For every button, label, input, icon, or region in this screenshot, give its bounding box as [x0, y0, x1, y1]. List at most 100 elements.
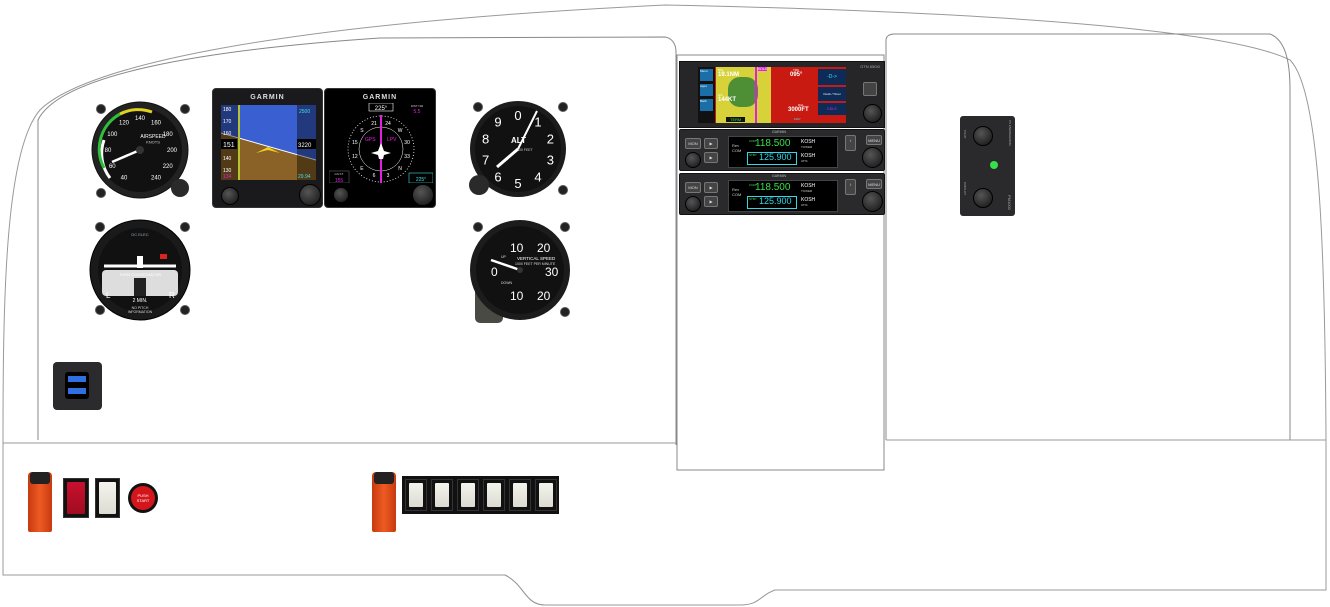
- compass-label: E: [360, 166, 364, 172]
- adi-airspeed: 151: [223, 142, 235, 149]
- screw-icon: [95, 222, 105, 232]
- gtn-back-button[interactable]: Back: [700, 99, 713, 111]
- svg-text:160: 160: [223, 131, 232, 137]
- rocker-switch[interactable]: [431, 479, 453, 511]
- gtn-direct-to-button[interactable]: -D->: [818, 69, 846, 85]
- master-switch-guard[interactable]: [28, 472, 52, 532]
- airspeed-tick-label: 140: [135, 116, 146, 122]
- rocker-switch[interactable]: [535, 479, 557, 511]
- gtn-clock-button[interactable]: Clock / Timer: [818, 87, 846, 101]
- audio-panel[interactable]: PS ENGINEERING PM1000 PILOT COPILOT: [960, 116, 1015, 216]
- svg-text:ALT: ALT: [511, 136, 526, 145]
- start-button[interactable]: PUSH START: [128, 483, 158, 513]
- airspeed-knob[interactable]: [171, 179, 189, 197]
- com-radio[interactable]: GARMIN MON ▶ ▶ Rev COM COM 118.500 KOSH …: [679, 173, 885, 215]
- avionics-switch-guard[interactable]: [372, 472, 396, 532]
- gtn-home-button[interactable]: [863, 82, 877, 96]
- g5-knob[interactable]: [299, 184, 321, 206]
- airspeed-tick-label: 240: [151, 176, 162, 182]
- airspeed-tick-label: 160: [151, 120, 162, 126]
- adi-altitude: 3220: [298, 143, 312, 149]
- master-rocker-switch[interactable]: [63, 478, 89, 518]
- play-button[interactable]: ▶: [704, 196, 718, 207]
- airspeed-tick-label: 180: [163, 132, 174, 138]
- svg-text:225°: 225°: [416, 177, 426, 183]
- g5-power-button[interactable]: [333, 187, 349, 203]
- swap-button[interactable]: ↕: [845, 179, 856, 195]
- compass-label: N: [398, 166, 402, 172]
- gtn-apps-button[interactable]: Apps: [700, 84, 713, 96]
- altimeter-knob[interactable]: [469, 175, 489, 195]
- gtn-knob[interactable]: [863, 104, 882, 123]
- play-button[interactable]: ▶: [704, 152, 718, 163]
- mon-button[interactable]: MON: [685, 138, 701, 149]
- screw-icon: [95, 305, 105, 315]
- svg-text:155: 155: [335, 178, 344, 183]
- g5-power-button[interactable]: [221, 187, 239, 205]
- compass-label: W: [398, 128, 403, 134]
- svg-text:20: 20: [537, 241, 551, 255]
- screw-icon: [96, 188, 106, 198]
- svg-text:225°: 225°: [375, 106, 388, 112]
- gtn-map[interactable]: Menu Apps Back DIS 19.1NM GS 144KT KDLS …: [698, 67, 846, 123]
- rocker-switch[interactable]: [405, 479, 427, 511]
- airspeed-tick-label: 80: [105, 148, 112, 154]
- compass-label: 24: [385, 121, 391, 127]
- airspeed-unit: KNOTS: [146, 140, 160, 145]
- play-button[interactable]: ▶: [704, 182, 718, 193]
- usb-port[interactable]: [68, 376, 86, 382]
- altimeter-digit: 1: [534, 114, 541, 129]
- screw-icon: [473, 102, 483, 112]
- compass-label: 33: [404, 154, 410, 160]
- standby-frequency: 125.900: [759, 196, 792, 206]
- copilot-volume-knob[interactable]: [973, 188, 993, 208]
- swap-button[interactable]: ↕: [845, 135, 856, 151]
- play-button[interactable]: ▶: [704, 138, 718, 149]
- compass-label: 15: [352, 140, 358, 146]
- rocker-switch[interactable]: [457, 479, 479, 511]
- compass-label: 21: [371, 121, 377, 127]
- compass-label: 6: [373, 173, 376, 179]
- usb-port[interactable]: [68, 388, 86, 394]
- volume-knob[interactable]: [685, 196, 701, 212]
- pilot-volume-knob[interactable]: [973, 126, 993, 146]
- screw-icon: [180, 222, 190, 232]
- menu-button[interactable]: MENU: [866, 179, 882, 189]
- frequency-knob[interactable]: [862, 147, 883, 168]
- screw-icon: [558, 185, 568, 195]
- svg-text:2 MIN.: 2 MIN.: [133, 298, 148, 304]
- svg-text:140: 140: [223, 156, 232, 162]
- volume-knob[interactable]: [685, 152, 701, 168]
- gtn-650-navigator[interactable]: GTN 650Xi Menu Apps Back DIS 19.1NM GS 1…: [679, 61, 885, 128]
- rocker-switch[interactable]: [95, 478, 120, 518]
- svg-text:100 FEET: 100 FEET: [517, 148, 534, 152]
- gtn-menu-button[interactable]: Menu: [700, 69, 713, 81]
- menu-button[interactable]: MENU: [866, 135, 882, 145]
- g5-knob[interactable]: [412, 184, 434, 206]
- frequency-knob[interactable]: [862, 191, 883, 212]
- altimeter-digit: 4: [534, 170, 541, 185]
- g5-attitude-indicator[interactable]: GARMIN 180 170 160 140 130 151 2500 3220…: [212, 88, 323, 208]
- svg-text:GPS: GPS: [365, 137, 376, 143]
- standby-frequency: 125.900: [759, 152, 792, 162]
- svg-text:NO PITCH: NO PITCH: [132, 306, 149, 310]
- svg-text:5.5: 5.5: [414, 109, 421, 115]
- turn-coordinator[interactable]: DC ELEC TURN COORDINATOR L R 2 MIN. NO P…: [88, 218, 192, 322]
- rocker-switch[interactable]: [483, 479, 505, 511]
- svg-text:130: 130: [223, 168, 232, 174]
- svg-text:VERTICAL SPEED: VERTICAL SPEED: [517, 256, 556, 261]
- screw-icon: [473, 222, 483, 232]
- altimeter-digit: 0: [514, 108, 521, 123]
- rocker-switch[interactable]: [509, 479, 531, 511]
- airspeed-tick-label: 60: [109, 164, 116, 170]
- screw-icon: [558, 102, 568, 112]
- mon-button[interactable]: MON: [685, 182, 701, 193]
- svg-text:DC ELEC: DC ELEC: [131, 232, 148, 237]
- svg-text:INFORMATION: INFORMATION: [128, 310, 153, 314]
- gtn-waypoint-button[interactable]: KDLS: [818, 103, 846, 115]
- com-radio[interactable]: GARMIN MON ▶ ▶ Rev COM COM 118.500 KOSH …: [679, 129, 885, 171]
